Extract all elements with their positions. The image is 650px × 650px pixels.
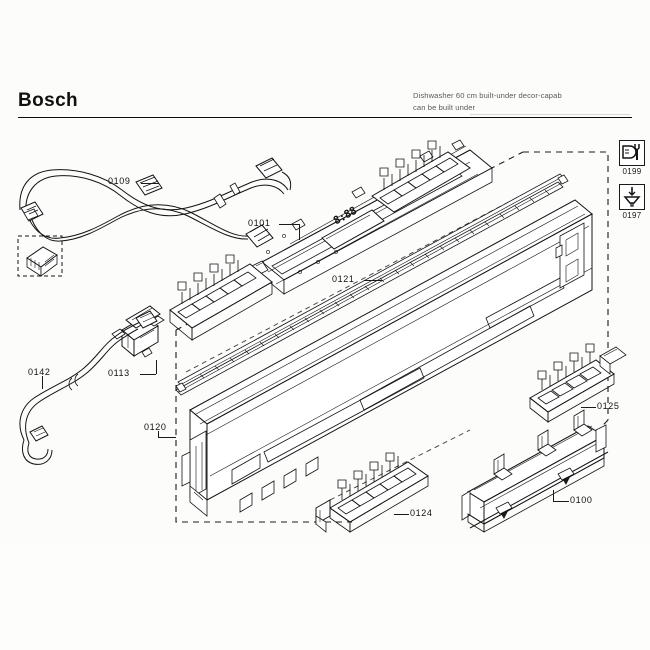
icon-number-0199: 0199 [622, 167, 642, 176]
button-bank-upper [371, 140, 471, 213]
header-divider-faint [470, 114, 630, 115]
connector-0142-upper [135, 310, 158, 329]
part-label-0109: 0109 [108, 176, 131, 186]
part-label-0124: 0124 [410, 508, 433, 518]
icon-box-0197[interactable] [619, 184, 645, 210]
leader-0101-v [299, 224, 300, 240]
door-panel-left-end [181, 430, 208, 517]
leader-0100-h [553, 501, 569, 502]
leader-0142-v [42, 376, 43, 389]
leader-0109 [141, 183, 159, 184]
handle-mount-hooks [493, 409, 593, 481]
part-label-0120: 0120 [144, 422, 167, 432]
part-label-0121: 0121 [332, 274, 355, 284]
leader-0113-v [156, 360, 157, 374]
connector-detail-inset [17, 235, 63, 277]
part-0142-cable-harness [19, 310, 158, 465]
door-panel-right-bracket [555, 222, 585, 289]
part-label-0101: 0101 [248, 218, 271, 228]
button-bank-lower-left [169, 254, 273, 341]
leader-0100-v [553, 490, 554, 501]
connector-panel-0109 [255, 157, 283, 179]
connector-mid-0109 [135, 174, 163, 196]
leader-0101-h [279, 224, 299, 225]
exploded-assembly-drawing [17, 139, 627, 533]
part-0109-wiring-harness [19, 157, 292, 248]
leader-0121 [364, 280, 382, 281]
part-0125-button-strip [529, 343, 627, 423]
connector-0142-lower [29, 425, 49, 442]
model-description: Dishwasher 60 cm built-under decor-capab… [413, 90, 628, 113]
leader-0120-v [158, 431, 159, 437]
connector-right-0109 [245, 223, 274, 248]
icon-box-0199[interactable] [619, 140, 645, 166]
part-0113-switch-assembly [111, 305, 165, 358]
part-0124-button-strip [315, 452, 429, 533]
brand-logo: Bosch [18, 90, 79, 111]
leader-0124 [394, 514, 409, 515]
icon-number-0197: 0197 [622, 211, 642, 220]
model-description-line2: can be built under [413, 102, 476, 112]
service-tool-icon [622, 144, 640, 160]
header-divider [18, 117, 632, 118]
part-0120-door-panel [181, 199, 593, 517]
strip-end-cap-0124 [315, 499, 331, 533]
part-0100-handle-bar [461, 409, 609, 533]
part-label-0100: 0100 [570, 495, 593, 505]
part-0121-trim-rail [175, 173, 569, 396]
part-label-0125: 0125 [597, 401, 620, 411]
part-label-0142: 0142 [28, 367, 51, 377]
model-description-line1: Dishwasher 60 cm built-under decor-capab [413, 91, 562, 100]
funnel-icon [623, 187, 641, 207]
leader-0125 [581, 407, 596, 408]
leader-0113-h [140, 374, 156, 375]
diagram-sheet: Bosch Dishwasher 60 cm built-under decor… [17, 90, 645, 533]
display-window [321, 209, 385, 250]
connector-left [20, 201, 44, 222]
part-label-0113: 0113 [108, 368, 130, 378]
leader-0120-h [158, 437, 176, 438]
